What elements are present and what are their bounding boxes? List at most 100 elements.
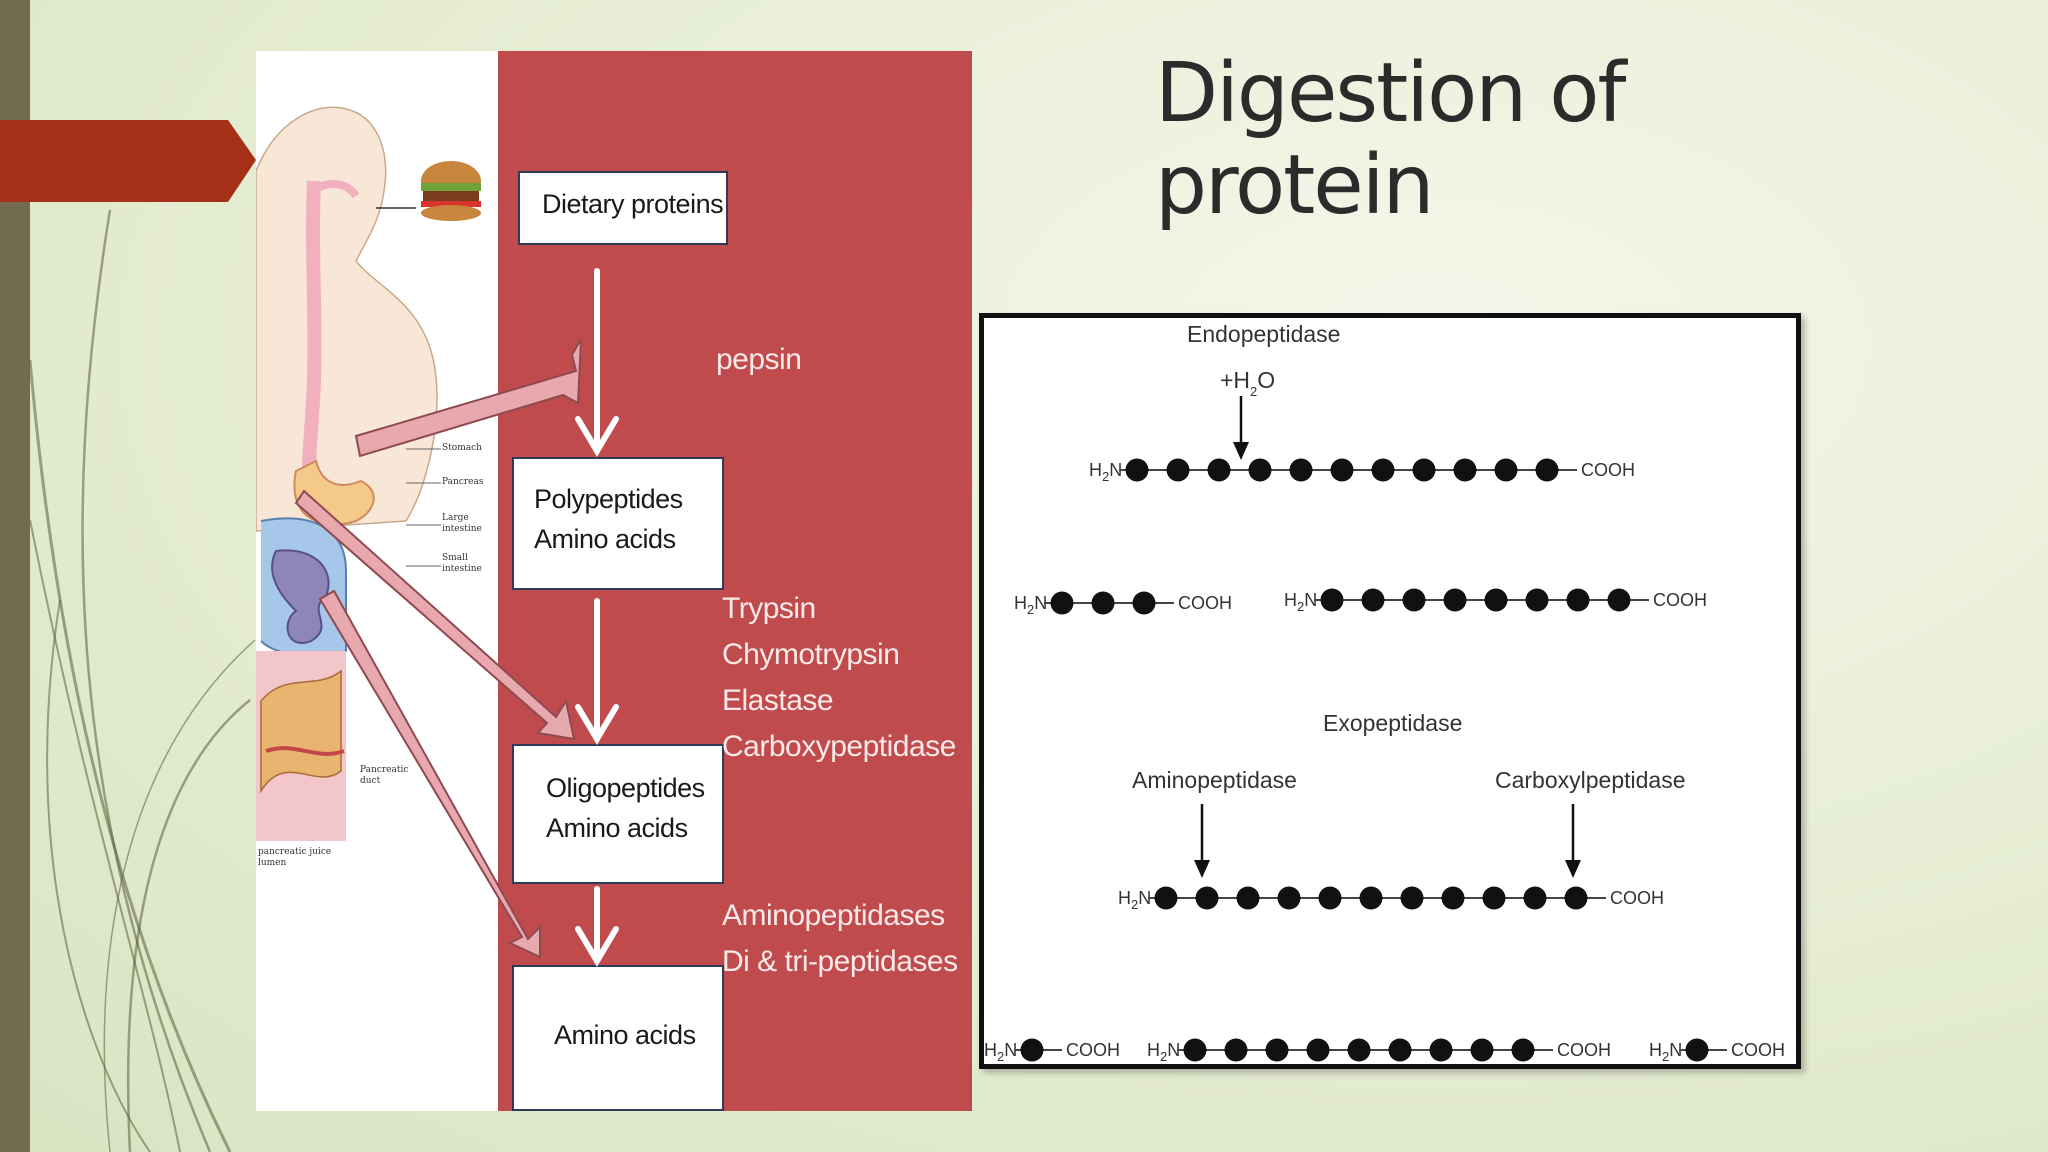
enzyme-name: Trypsin — [722, 592, 816, 625]
amino-acid-residue — [1402, 588, 1426, 612]
page-title: Digestion of protein — [1155, 48, 1626, 233]
amino-acid-residue — [1400, 886, 1424, 910]
amino-acid-residue — [1224, 1038, 1248, 1062]
amino-acid-residue — [1207, 458, 1231, 482]
box-text: Amino acids — [534, 524, 676, 554]
n-terminus-label: H2N — [1014, 593, 1047, 617]
amino-acid-residue — [1494, 458, 1518, 482]
amino-acid-residue — [1132, 591, 1156, 615]
organ-pointer-pancreas — [294, 489, 576, 741]
pancreas-tissue — [260, 669, 342, 794]
amino-acid-residue — [1236, 886, 1260, 910]
amino-acid-residue — [1441, 886, 1465, 910]
endopeptidase-cut-arrowhead — [1233, 442, 1249, 460]
flow-arrowhead-2 — [575, 704, 619, 745]
amino-acid-residue — [1429, 1038, 1453, 1062]
enzyme-pepsin: pepsin — [716, 343, 802, 376]
amino-acid-residue — [1361, 588, 1385, 612]
amino-acid-residue — [1318, 886, 1342, 910]
amino-acid-residue — [1523, 886, 1547, 910]
box-oligopeptides: Oligopeptides Amino acids — [512, 744, 724, 884]
amino-acid-residue — [1166, 458, 1190, 482]
peptide-chain: H2N COOH — [1014, 591, 1232, 617]
flow-arrows — [294, 268, 619, 967]
box-text: Oligopeptides — [546, 773, 705, 803]
accent-tab-arrow — [0, 120, 256, 202]
enzyme-name: Carboxypeptidase — [722, 730, 956, 763]
amino-acid-residue — [1248, 458, 1272, 482]
label-pancreatic-duct: Pancreatic duct — [360, 765, 409, 786]
c-terminus-label: COOH — [1178, 593, 1232, 613]
amino-acid-residue — [1154, 886, 1178, 910]
amino-acid-residue — [1482, 886, 1506, 910]
label-carboxylpeptidase: Carboxylpeptidase — [1495, 767, 1686, 793]
box-text: Dietary proteins — [542, 189, 724, 219]
amino-acid-residue — [1277, 886, 1301, 910]
amino-acid-residue — [1125, 458, 1149, 482]
decorative-curve — [103, 639, 256, 1152]
c-terminus-label: COOH — [1610, 888, 1664, 908]
amino-acid-residue — [1412, 458, 1436, 482]
amino-acid-residue — [1371, 458, 1395, 482]
flow-arrowhead-1 — [575, 416, 619, 457]
n-terminus-label: H2N — [1118, 888, 1151, 912]
c-terminus-label: COOH — [1557, 1040, 1611, 1060]
title-line-2: protein — [1155, 138, 1434, 233]
label-endopeptidase: Endopeptidase — [1187, 321, 1340, 347]
amino-acid-residue — [1330, 458, 1354, 482]
box-amino-acids: Amino acids — [512, 965, 724, 1111]
decorative-curve — [81, 209, 212, 1152]
amino-acid-residue — [1607, 588, 1631, 612]
n-terminus-label: H2N — [1649, 1040, 1682, 1064]
amino-acid-residue — [1685, 1038, 1709, 1062]
label-stomach: Stomach — [442, 443, 482, 453]
amino-acid-residue — [1564, 886, 1588, 910]
peptide-chain: H2N COOH — [984, 1038, 1120, 1064]
label-water: +H2O — [1220, 367, 1275, 399]
amino-acid-residue — [1470, 1038, 1494, 1062]
box-dietary-proteins: Dietary proteins — [518, 171, 728, 245]
esophagus — [302, 180, 322, 493]
enzyme-group-stomach: pepsin — [716, 337, 802, 383]
enzyme-name: Elastase — [722, 684, 834, 717]
small-intestine — [271, 549, 330, 644]
amino-acid-residue — [1359, 886, 1383, 910]
n-terminus-label: H2N — [1147, 1040, 1180, 1064]
amino-acid-residue — [1020, 1038, 1044, 1062]
duct — [265, 746, 345, 756]
flow-arrowhead-3 — [575, 926, 619, 967]
amino-acid-residue — [1443, 588, 1467, 612]
amino-acid-residue — [1347, 1038, 1371, 1062]
amino-acid-residue — [1183, 1038, 1207, 1062]
amino-acid-residue — [1566, 588, 1590, 612]
peptidase-chains: Endopeptidase +H2O Exopeptidase Aminopep… — [984, 321, 1785, 1064]
c-terminus-label: COOH — [1581, 460, 1635, 480]
amino-acid-residue — [1306, 1038, 1330, 1062]
amino-acid-residue — [1050, 591, 1074, 615]
protein-digestion-flowchart: Stomach Pancreas Large intestine Small i… — [255, 51, 972, 1111]
peptide-chain: H2N COOH — [1147, 1038, 1611, 1064]
carboxylpeptidase-arrowhead — [1565, 860, 1581, 878]
label-pancreas: Pancreas — [442, 477, 484, 487]
organ-pointer-intestine — [318, 589, 541, 959]
amino-acid-residue — [1320, 588, 1344, 612]
enzyme-group-pancreas: Trypsin Chymotrypsin Elastase Carboxypep… — [722, 586, 956, 770]
c-terminus-label: COOH — [1066, 1040, 1120, 1060]
c-terminus-label: COOH — [1731, 1040, 1785, 1060]
c-terminus-label: COOH — [1653, 590, 1707, 610]
box-text: Amino acids — [554, 1020, 696, 1050]
peptidase-diagram: Endopeptidase +H2O Exopeptidase Aminopep… — [979, 313, 1801, 1069]
amino-acid-residue — [1091, 591, 1115, 615]
enzyme-name: Di & tri-peptidases — [722, 945, 958, 978]
n-terminus-label: H2N — [984, 1040, 1017, 1064]
burger-icon — [421, 161, 481, 221]
box-polypeptides: Polypeptides Amino acids — [512, 457, 724, 590]
organ-pointer-stomach — [354, 338, 582, 458]
decorative-curve — [126, 699, 251, 1152]
amino-acid-residue — [1289, 458, 1313, 482]
amino-acid-residue — [1195, 886, 1219, 910]
decorative-curve — [46, 599, 151, 1152]
